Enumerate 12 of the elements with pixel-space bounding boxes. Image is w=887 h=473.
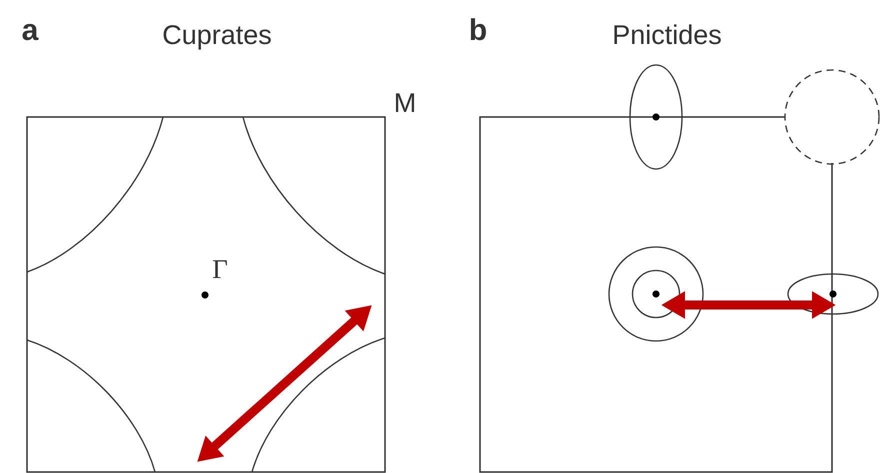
fermi-surface-arc	[242, 116, 386, 275]
node-label: Cuprates	[164, 25, 271, 50]
point-label: M	[396, 93, 414, 112]
panel-letter: a	[22, 24, 39, 40]
fermi-surface-arc	[251, 337, 386, 472]
fermi-surface-arc	[26, 116, 164, 273]
dashed-circle	[784, 69, 880, 165]
point-label: Γ	[212, 260, 227, 278]
electron-pocket	[787, 273, 879, 315]
panel-letter: b	[470, 18, 486, 40]
hole-pocket	[608, 246, 704, 342]
fermi-surface-arc	[26, 339, 156, 472]
